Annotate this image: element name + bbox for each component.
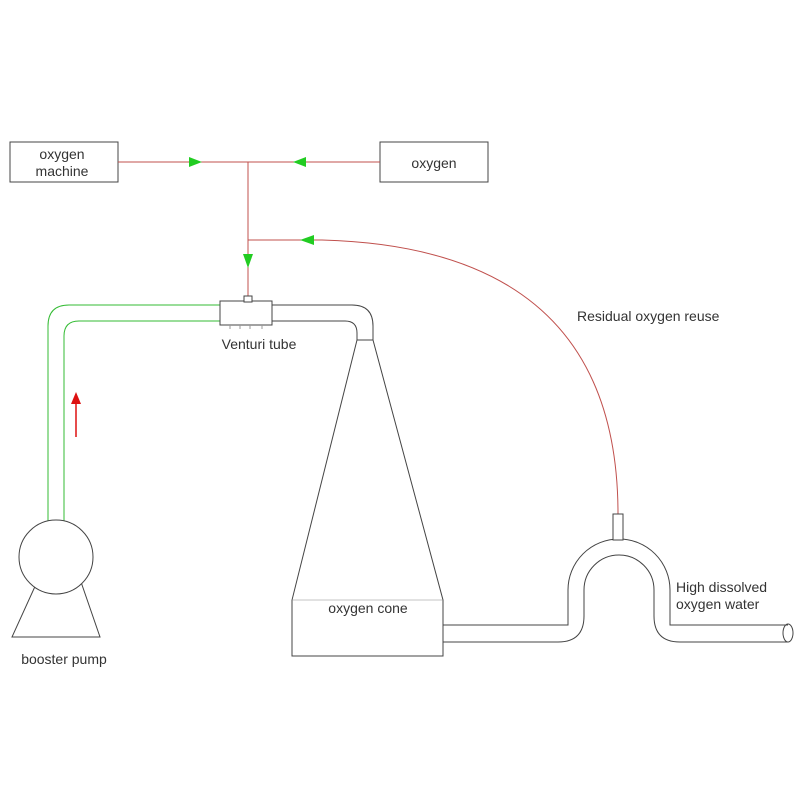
venturi-tube: [219, 300, 273, 326]
pump-body: [18, 519, 94, 595]
oxygen-box: [379, 141, 489, 183]
water-inlet-pipe: [47, 304, 220, 521]
residual-oxygen-reuse-label: Residual oxygen reuse: [577, 308, 720, 324]
oxygen-label: oxygen: [411, 155, 456, 171]
oxygen-machine-label-1: oxygen: [39, 146, 84, 162]
gas-arrow-left-icon: [293, 157, 306, 167]
booster-pump-label: booster pump: [21, 651, 107, 667]
oxygen-source-node: oxygen: [379, 141, 489, 183]
gas-flow-arrows: [189, 157, 314, 268]
venturi-tube-label: Venturi tube: [222, 336, 297, 352]
residual-oxygen-curve: [321, 239, 619, 515]
output-label-2: oxygen water: [676, 596, 760, 612]
venturi-to-cone-pipe: [272, 304, 374, 340]
water-flow-arrow-icon: [71, 392, 81, 437]
oxygen-machine-label-2: machine: [36, 163, 89, 179]
booster-pump-node: booster pump: [11, 519, 107, 667]
gas-arrow-down-icon: [243, 254, 253, 268]
flow-arrow-head: [71, 392, 81, 404]
oxygen-cone-label: oxygen cone: [328, 600, 408, 616]
cone-pipe-outer: [272, 304, 374, 340]
gas-arrow-right-icon: [189, 157, 202, 167]
output-label-1: High dissolved: [676, 579, 767, 595]
oxygen-cone-node: oxygen cone: [291, 339, 444, 657]
inlet-pipe-inner: [63, 320, 220, 521]
gas-lines: [118, 161, 619, 515]
outlet-pipe-inner: [443, 554, 788, 643]
venturi-gas-inlet: [243, 295, 253, 303]
outlet-pipe-end: [782, 623, 794, 643]
cone-pipe-inner: [272, 320, 358, 340]
inlet-pipe-outer: [47, 304, 220, 521]
oxygen-machine-box: [9, 141, 119, 183]
residual-gas-vent: [612, 513, 624, 541]
oxygen-machine-node: oxygen machine: [9, 141, 119, 183]
venturi-tube-node: Venturi tube: [219, 295, 297, 352]
residual-arrow-left-icon: [300, 235, 314, 245]
